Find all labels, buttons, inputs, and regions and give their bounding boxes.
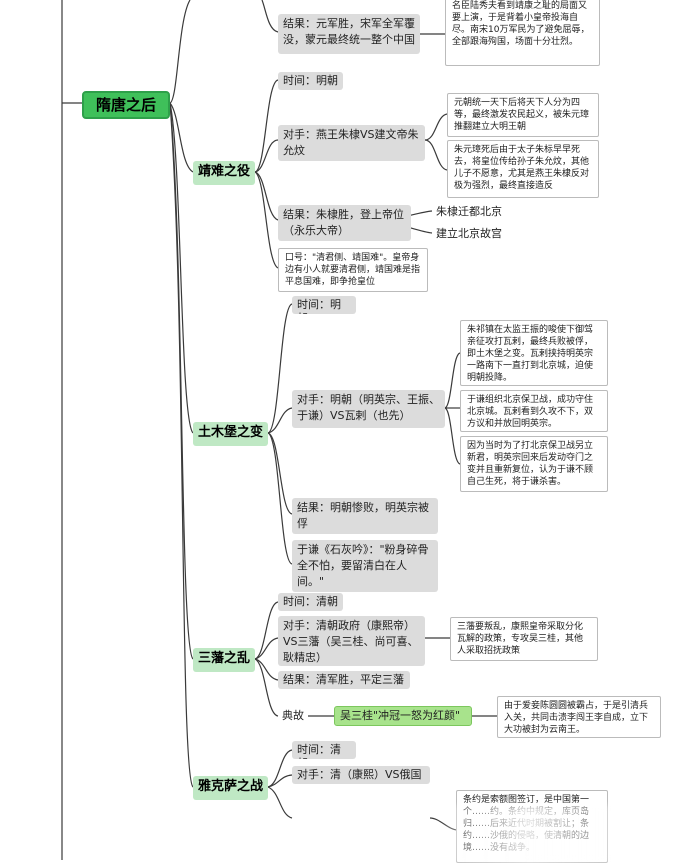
tumubao-note-2: 于谦组织北京保卫战，成功守住北京城。瓦剌看到久攻不下，双方议和并放回明英宗。 — [460, 390, 608, 432]
tumubao-result: 结果：明朝惨败，明英宗被俘 — [292, 498, 438, 534]
sanfan-time: 时间：清朝 — [278, 593, 343, 611]
sanfan-opponents: 对手：清朝政府（康熙帝）VS三藩（吴三桂、尚可喜、耿精忠） — [278, 616, 425, 666]
song-yuan-note: 名臣陆秀夫看到靖康之耻的局面又要上演，于是背着小皇帝投海自尽。南宋10万军民为了… — [445, 0, 600, 66]
jingnan-note-2: 朱元璋死后由于太子朱标早早死去，将皇位传给孙子朱允炆，其他儿子不愿意，尤其是燕王… — [447, 140, 599, 198]
tumubao-time: 时间：明朝 — [292, 296, 356, 314]
tumubao-note-3: 因为当时为了打北京保卫战另立新君，明英宗回来后发动夺门之变并且重新复位，认为于谦… — [460, 436, 608, 492]
jingnan-slogan: 口号："清君侧、靖国难"。皇帝身边有小人就要清君侧，靖国难是指平息国难，即争抢皇… — [278, 248, 428, 292]
sanfan-idiom: 吴三桂"冲冠一怒为红颜" — [334, 706, 472, 726]
jingnan-opponents: 对手：燕王朱棣VS建文帝朱允炆 — [278, 125, 425, 161]
sanfan-idiom-label: 典故 — [282, 709, 304, 722]
yakesa-opponents: 对手：清（康熙）VS俄国 — [292, 766, 430, 784]
blur-overlay — [445, 805, 615, 863]
event-jingnan: 靖难之役 — [193, 161, 255, 185]
jingnan-palace: 建立北京故宫 — [436, 227, 502, 240]
tumubao-note-1: 朱祁镇在太监王振的唆使下御驾亲征攻打瓦剌，最终兵败被俘，即土木堡之变。瓦剌挟持明… — [460, 320, 608, 386]
event-sanfan: 三藩之乱 — [193, 648, 255, 672]
tumubao-opponents: 对手：明朝（明英宗、王振、于谦）VS瓦剌（也先） — [292, 390, 445, 428]
event-tumubao: 土木堡之变 — [193, 422, 268, 446]
song-yuan-result: 结果：元军胜，宋军全军覆没，蒙元最终统一整个中国 — [278, 14, 420, 54]
jingnan-note-1: 元朝统一天下后将天下人分为四等，最终激发农民起义，被朱元璋推翻建立大明王朝 — [447, 93, 599, 137]
yakesa-time: 时间：清朝 — [292, 741, 356, 759]
root-node: 隋唐之后 — [82, 91, 170, 119]
event-yakesa: 雅克萨之战 — [193, 776, 268, 800]
jingnan-result: 结果：朱棣胜，登上帝位（永乐大帝） — [278, 205, 411, 241]
tumubao-poem: 于谦《石灰吟》："粉身碎骨全不怕，要留清白在人间。" — [292, 540, 438, 592]
sanfan-idiom-note: 由于爱妾陈圆圆被霸占，于是引清兵入关，共同击溃李闯王李自成，立下大功被封为云南王… — [497, 696, 661, 738]
jingnan-capital: 朱棣迁都北京 — [436, 205, 502, 218]
jingnan-time: 时间：明朝 — [278, 72, 343, 90]
sanfan-result: 结果：清军胜，平定三藩 — [278, 671, 410, 689]
sanfan-note: 三藩要叛乱，康熙皇帝采取分化瓦解的政策，专攻吴三桂，其他人采取招抚政策 — [450, 617, 598, 661]
